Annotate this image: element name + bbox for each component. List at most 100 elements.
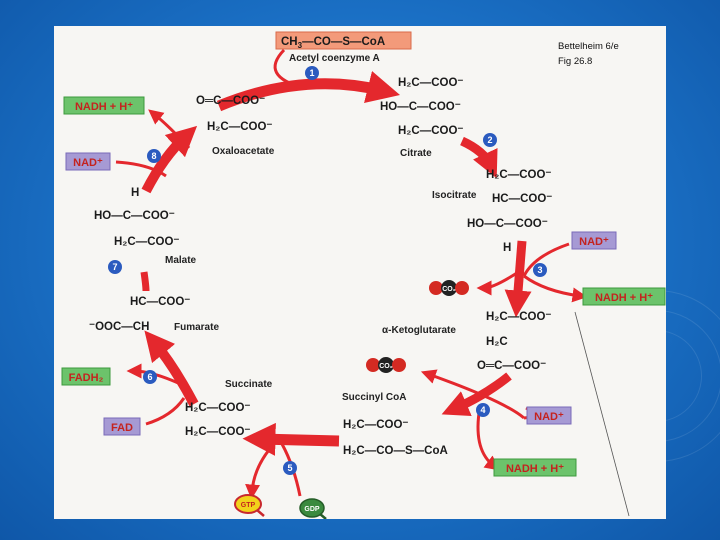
svg-text:HC—COO⁻: HC—COO⁻ <box>130 296 190 308</box>
arrow-step1 <box>216 70 401 112</box>
step-6-marker: 6 <box>143 370 157 384</box>
nadh-out-arrow-8 <box>148 109 191 150</box>
svg-text:GTP: GTP <box>241 502 256 509</box>
fad-box: FAD <box>103 417 141 436</box>
svg-text:H: H <box>131 187 139 199</box>
gdp-icon: GDP <box>299 498 327 519</box>
svg-text:Citrate: Citrate <box>400 148 432 159</box>
svg-text:Succinate: Succinate <box>225 379 273 390</box>
svg-text:HO—C—COO⁻: HO—C—COO⁻ <box>467 218 548 230</box>
svg-text:H₂C—COO⁻: H₂C—COO⁻ <box>114 236 180 248</box>
succinate: Succinate H₂C—COO⁻ H₂C—COO⁻ <box>185 379 273 438</box>
gtp-icon: GTP <box>234 494 265 517</box>
step-1-marker: 1 <box>305 66 319 80</box>
svg-text:H₂C—COO⁻: H₂C—COO⁻ <box>185 426 251 438</box>
nadh-step4-box: NADH + H⁺ <box>493 458 577 477</box>
svg-text:H₂C—COO⁻: H₂C—COO⁻ <box>185 402 251 414</box>
arrow-step2 <box>460 136 498 179</box>
nadh-top-left-box: NADH + H⁺ <box>63 96 145 115</box>
citrate: H₂C—COO⁻ HO—C—COO⁻ H₂C—COO⁻ Citrate <box>380 77 464 159</box>
step-2-marker: 2 <box>483 133 497 147</box>
co2-out-arrow-4 <box>420 369 525 420</box>
nad-step8-box: NAD⁺ <box>65 152 111 171</box>
svg-text:⁻OOC—CH: ⁻OOC—CH <box>89 321 149 333</box>
arrow-step6 <box>144 330 199 407</box>
succinyl-coa: Succinyl CoA H₂C—COO⁻ H₂C—CO—S—CoA <box>342 392 448 457</box>
co2-molecule-step4: CO₂ <box>366 357 406 373</box>
nad-in-arrow-8 <box>115 160 167 178</box>
svg-text:CO₂: CO₂ <box>379 363 393 370</box>
acetyl-coa-box <box>275 31 412 50</box>
svg-text:NADH + H⁺: NADH + H⁺ <box>75 101 133 113</box>
nad-in-arrow-3 <box>522 242 570 277</box>
svg-text:FADH₂: FADH₂ <box>69 372 104 384</box>
co2-molecule-step3: CO₂ <box>429 280 469 296</box>
svg-text:H: H <box>503 242 511 254</box>
nadh-out-arrow-3 <box>523 274 588 303</box>
svg-text:4: 4 <box>480 405 485 415</box>
arrow-step8 <box>141 125 198 194</box>
svg-text:GDP: GDP <box>304 506 320 513</box>
svg-text:CO₂: CO₂ <box>442 286 456 293</box>
svg-text:NAD⁺: NAD⁺ <box>579 236 609 248</box>
citation-line1: Bettelheim 6/e <box>558 41 619 52</box>
nad-step3-box: NAD⁺ <box>571 231 617 250</box>
svg-text:O═C—COO⁻: O═C—COO⁻ <box>196 95 265 107</box>
figure-panel: Bettelheim 6/e Fig 26.8 CH3—CO—S—CoA Ace… <box>54 26 666 519</box>
citric-acid-cycle-diagram: Bettelheim 6/e Fig 26.8 CH3—CO—S—CoA Ace… <box>61 31 666 519</box>
svg-text:6: 6 <box>147 372 152 382</box>
step-4-marker: 4 <box>476 403 490 417</box>
svg-text:H₂C—COO⁻: H₂C—COO⁻ <box>398 77 464 89</box>
svg-text:HO—C—COO⁻: HO—C—COO⁻ <box>380 101 461 113</box>
citation-line2: Fig 26.8 <box>558 56 592 67</box>
svg-text:5: 5 <box>287 463 292 473</box>
step-8-marker: 8 <box>147 149 161 163</box>
gtp-out-arrow <box>245 442 276 500</box>
svg-text:FAD: FAD <box>111 422 133 434</box>
nadh-step3-box: NADH + H⁺ <box>582 287 666 306</box>
svg-text:Fumarate: Fumarate <box>174 322 219 333</box>
svg-text:NADH + H⁺: NADH + H⁺ <box>506 463 564 475</box>
step-3-marker: 3 <box>533 263 547 277</box>
nadh-out-arrow-4 <box>476 412 500 471</box>
svg-text:Isocitrate: Isocitrate <box>432 190 477 201</box>
svg-text:HO—C—COO⁻: HO—C—COO⁻ <box>94 210 175 222</box>
pointer-line <box>574 311 630 517</box>
svg-text:Oxaloacetate: Oxaloacetate <box>212 146 275 157</box>
svg-text:Succinyl CoA: Succinyl CoA <box>342 392 406 403</box>
svg-text:H₂C—CO—S—CoA: H₂C—CO—S—CoA <box>343 445 448 457</box>
svg-text:NAD⁺: NAD⁺ <box>534 411 564 423</box>
svg-text:1: 1 <box>309 68 314 78</box>
co2-out-arrow-3 <box>476 269 521 296</box>
svg-text:NADH + H⁺: NADH + H⁺ <box>595 292 653 304</box>
arrow-step5 <box>242 422 340 456</box>
svg-text:H₂C—COO⁻: H₂C—COO⁻ <box>343 419 409 431</box>
acetyl-input-arrow <box>273 48 305 90</box>
malate: H HO—C—COO⁻ H₂C—COO⁻ Malate <box>94 187 197 266</box>
svg-text:HC—COO⁻: HC—COO⁻ <box>492 193 552 205</box>
isocitrate: Isocitrate H₂C—COO⁻ HC—COO⁻ HO—C—COO⁻ H <box>432 169 552 254</box>
svg-text:8: 8 <box>151 151 156 161</box>
svg-text:H₂C—COO⁻: H₂C—COO⁻ <box>486 311 552 323</box>
fadh2-box: FADH₂ <box>61 367 111 386</box>
svg-text:α-Ketoglutarate: α-Ketoglutarate <box>382 325 456 336</box>
acetyl-coa-formula: CH3—CO—S—CoA <box>281 36 385 50</box>
svg-text:2: 2 <box>487 135 492 145</box>
fumarate: HC—COO⁻ ⁻OOC—CH Fumarate <box>89 296 219 333</box>
oxaloacetate: O═C—COO⁻ H₂C—COO⁻ Oxaloacetate <box>196 95 275 157</box>
acetyl-coa-label: Acetyl coenzyme A <box>289 53 380 64</box>
fad-in-arrow <box>145 397 186 426</box>
step-7-marker: 7 <box>108 260 122 274</box>
alpha-ketoglutarate: α-Ketoglutarate H₂C—COO⁻ H₂C O═C—COO⁻ <box>382 311 552 372</box>
svg-text:NAD⁺: NAD⁺ <box>73 157 103 169</box>
svg-text:O═C—COO⁻: O═C—COO⁻ <box>477 360 546 372</box>
svg-text:H₂C: H₂C <box>486 336 508 348</box>
svg-text:3: 3 <box>537 265 542 275</box>
fadh2-out-arrow <box>126 363 190 390</box>
svg-text:7: 7 <box>112 262 117 272</box>
arrow-step7 <box>140 271 150 292</box>
step-5-marker: 5 <box>283 461 297 475</box>
svg-text:H₂C—COO⁻: H₂C—COO⁻ <box>207 121 273 133</box>
svg-text:H₂C—COO⁻: H₂C—COO⁻ <box>486 169 552 181</box>
nad-step4-box: NAD⁺ <box>526 406 572 425</box>
